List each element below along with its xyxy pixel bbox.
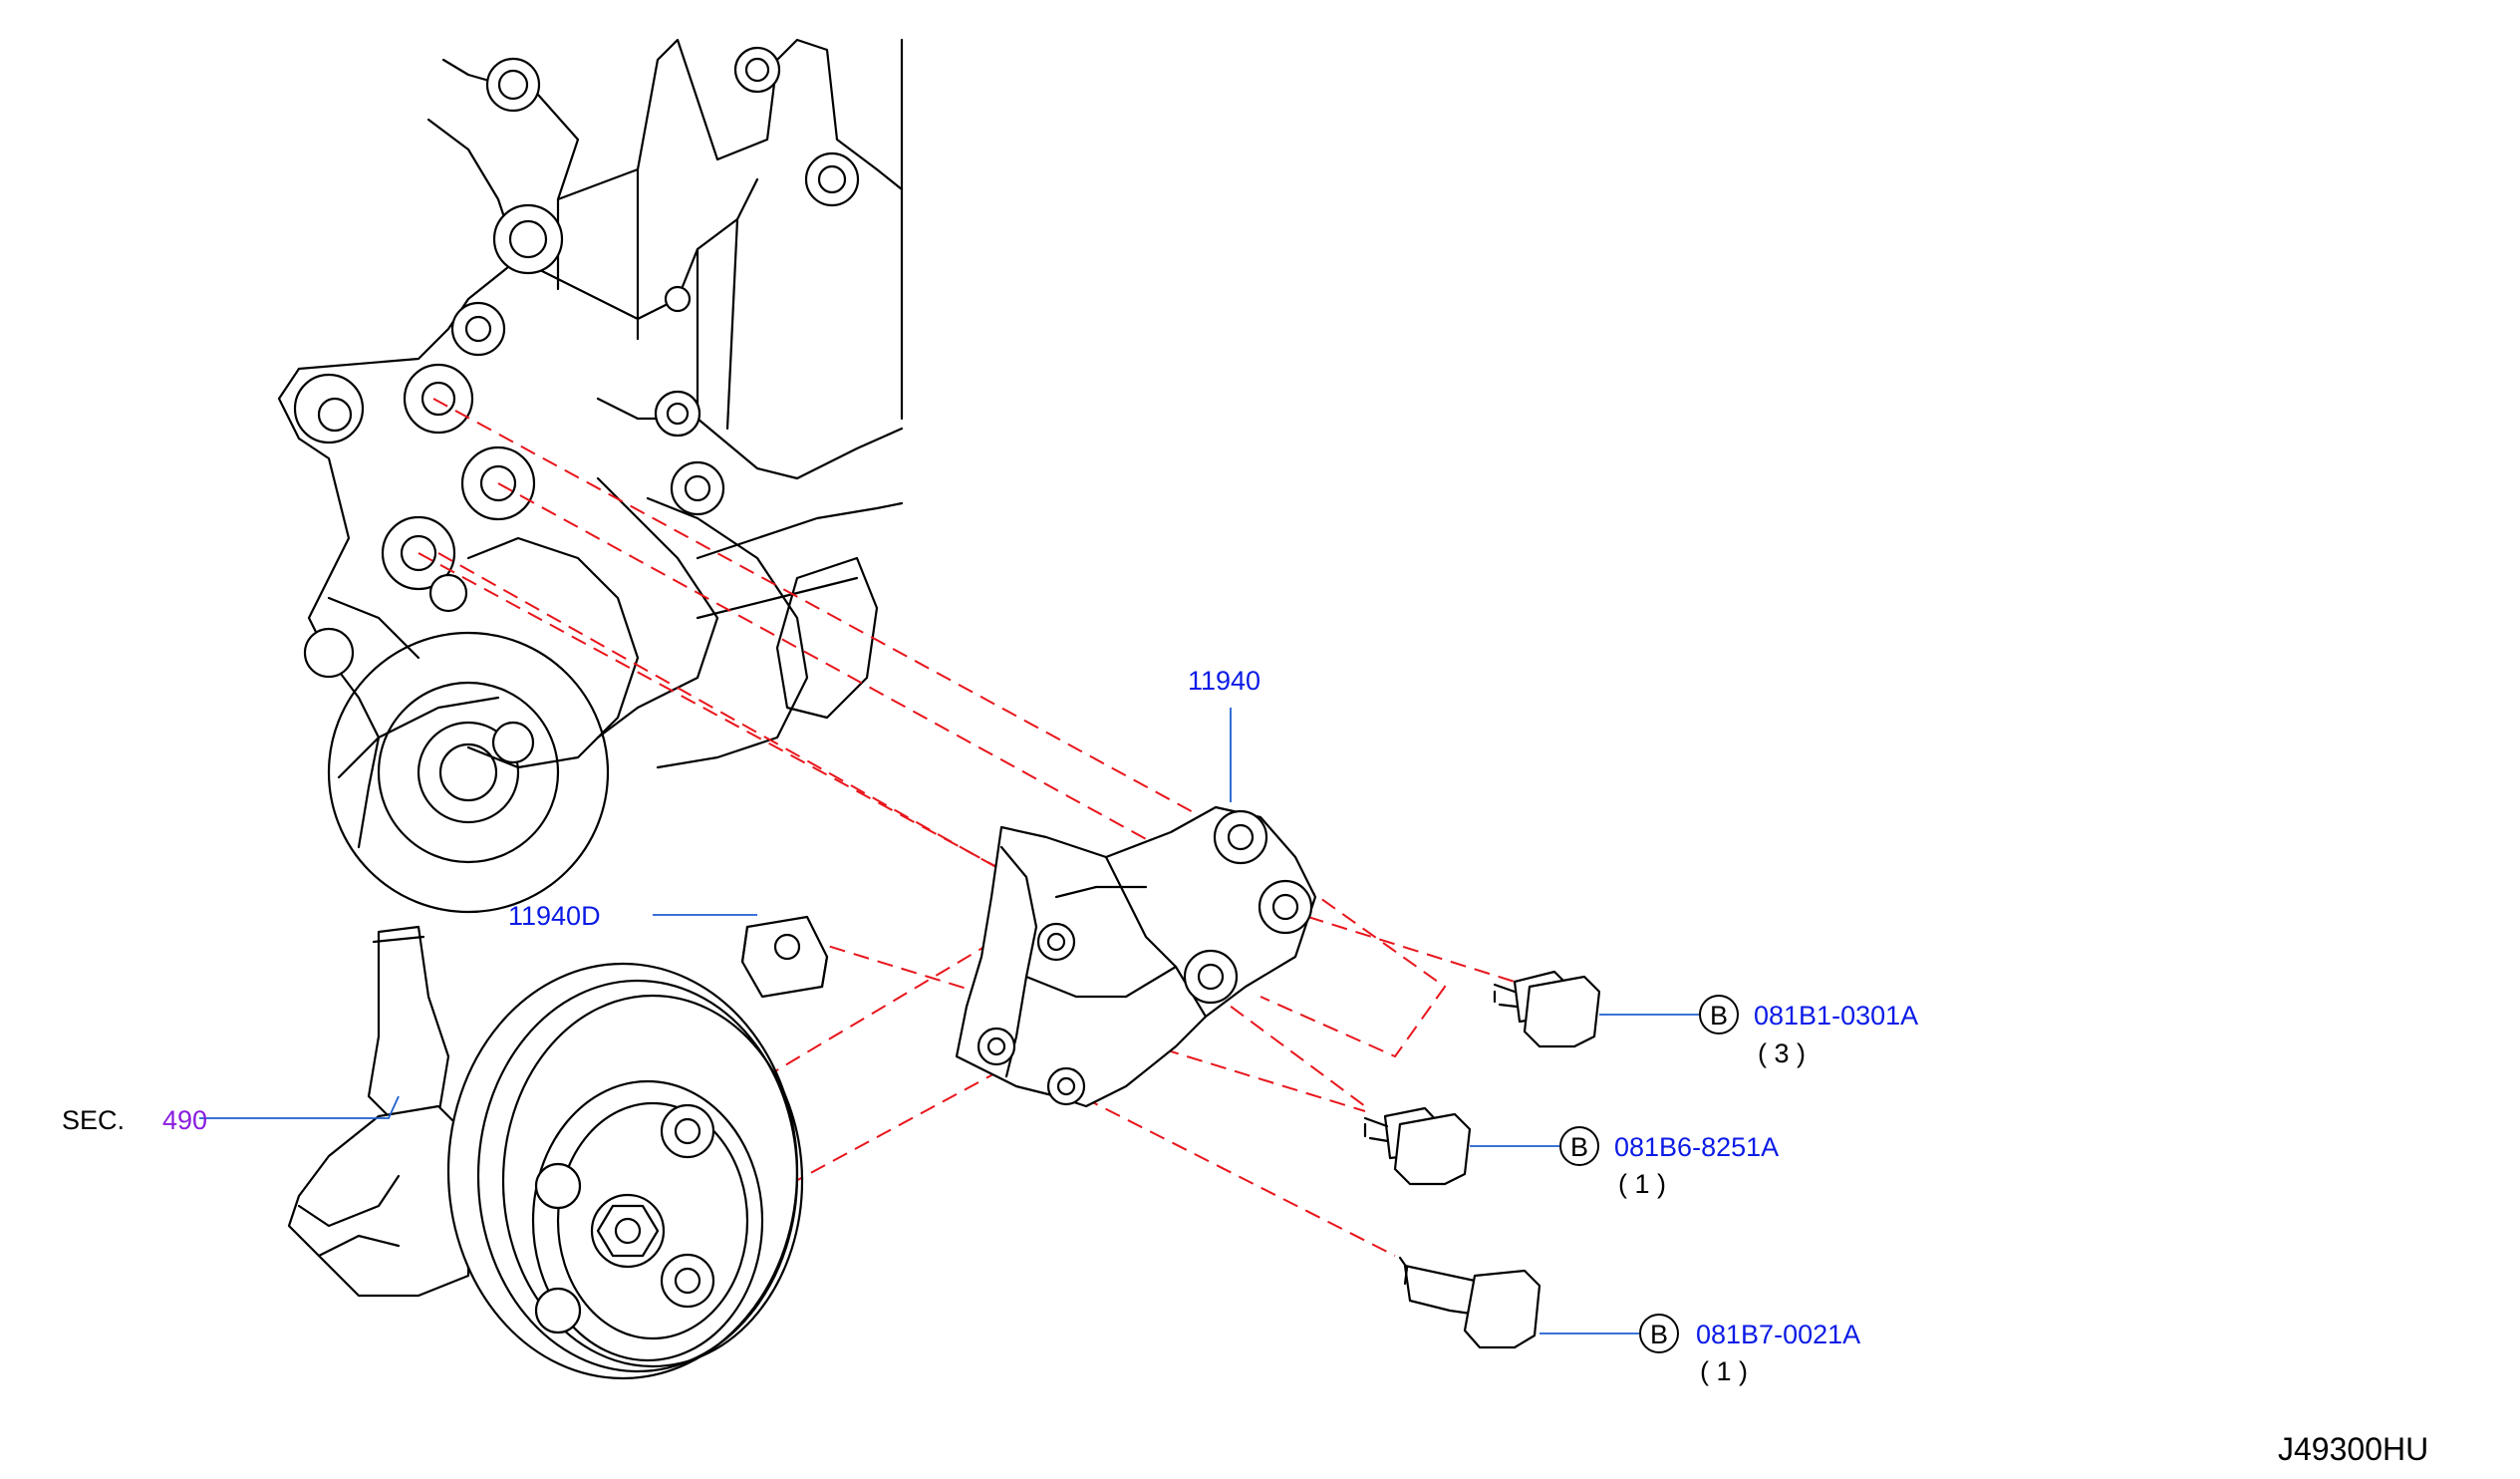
part-label-bolt[interactable]: 081B6-8251A (1614, 1132, 1779, 1162)
part-label-bolt[interactable]: 081B7-0021A (1696, 1320, 1860, 1349)
section-link[interactable]: 490 (162, 1105, 207, 1135)
bolt-081b7-0021a (1398, 1256, 1541, 1349)
drawing-id: J49300HU (2278, 1431, 2428, 1467)
ref-circle-b (1559, 1126, 1599, 1166)
ref-circle-b (1639, 1314, 1679, 1353)
bolt-081b6-8251a (1363, 1106, 1472, 1186)
bolt-quantity: ( 1 ) (1618, 1169, 1666, 1199)
bolt-quantity: ( 3 ) (1758, 1038, 1806, 1068)
section-label-prefix: SEC. (62, 1105, 125, 1135)
bracket-11940 (955, 805, 1317, 1108)
bolt-081b1-0301a (1493, 970, 1601, 1048)
ref-letter: B (1570, 1132, 1588, 1162)
part-label-bolt[interactable]: 081B1-0301A (1754, 1001, 1918, 1031)
part-label-spacer[interactable]: 11940D (508, 901, 601, 931)
engine-front-cover (277, 38, 904, 914)
spacer-11940d (740, 915, 829, 999)
leader-lines (199, 708, 1699, 1334)
bolt-quantity: ( 1 ) (1700, 1356, 1748, 1386)
assembly-guide-lines (418, 398, 1516, 1257)
part-label-bracket[interactable]: 11940 (1188, 666, 1260, 696)
ref-letter: B (1710, 1001, 1728, 1031)
ref-circle-b (1699, 995, 1739, 1035)
ref-letter: B (1650, 1320, 1668, 1349)
power-steering-pump (287, 925, 804, 1380)
